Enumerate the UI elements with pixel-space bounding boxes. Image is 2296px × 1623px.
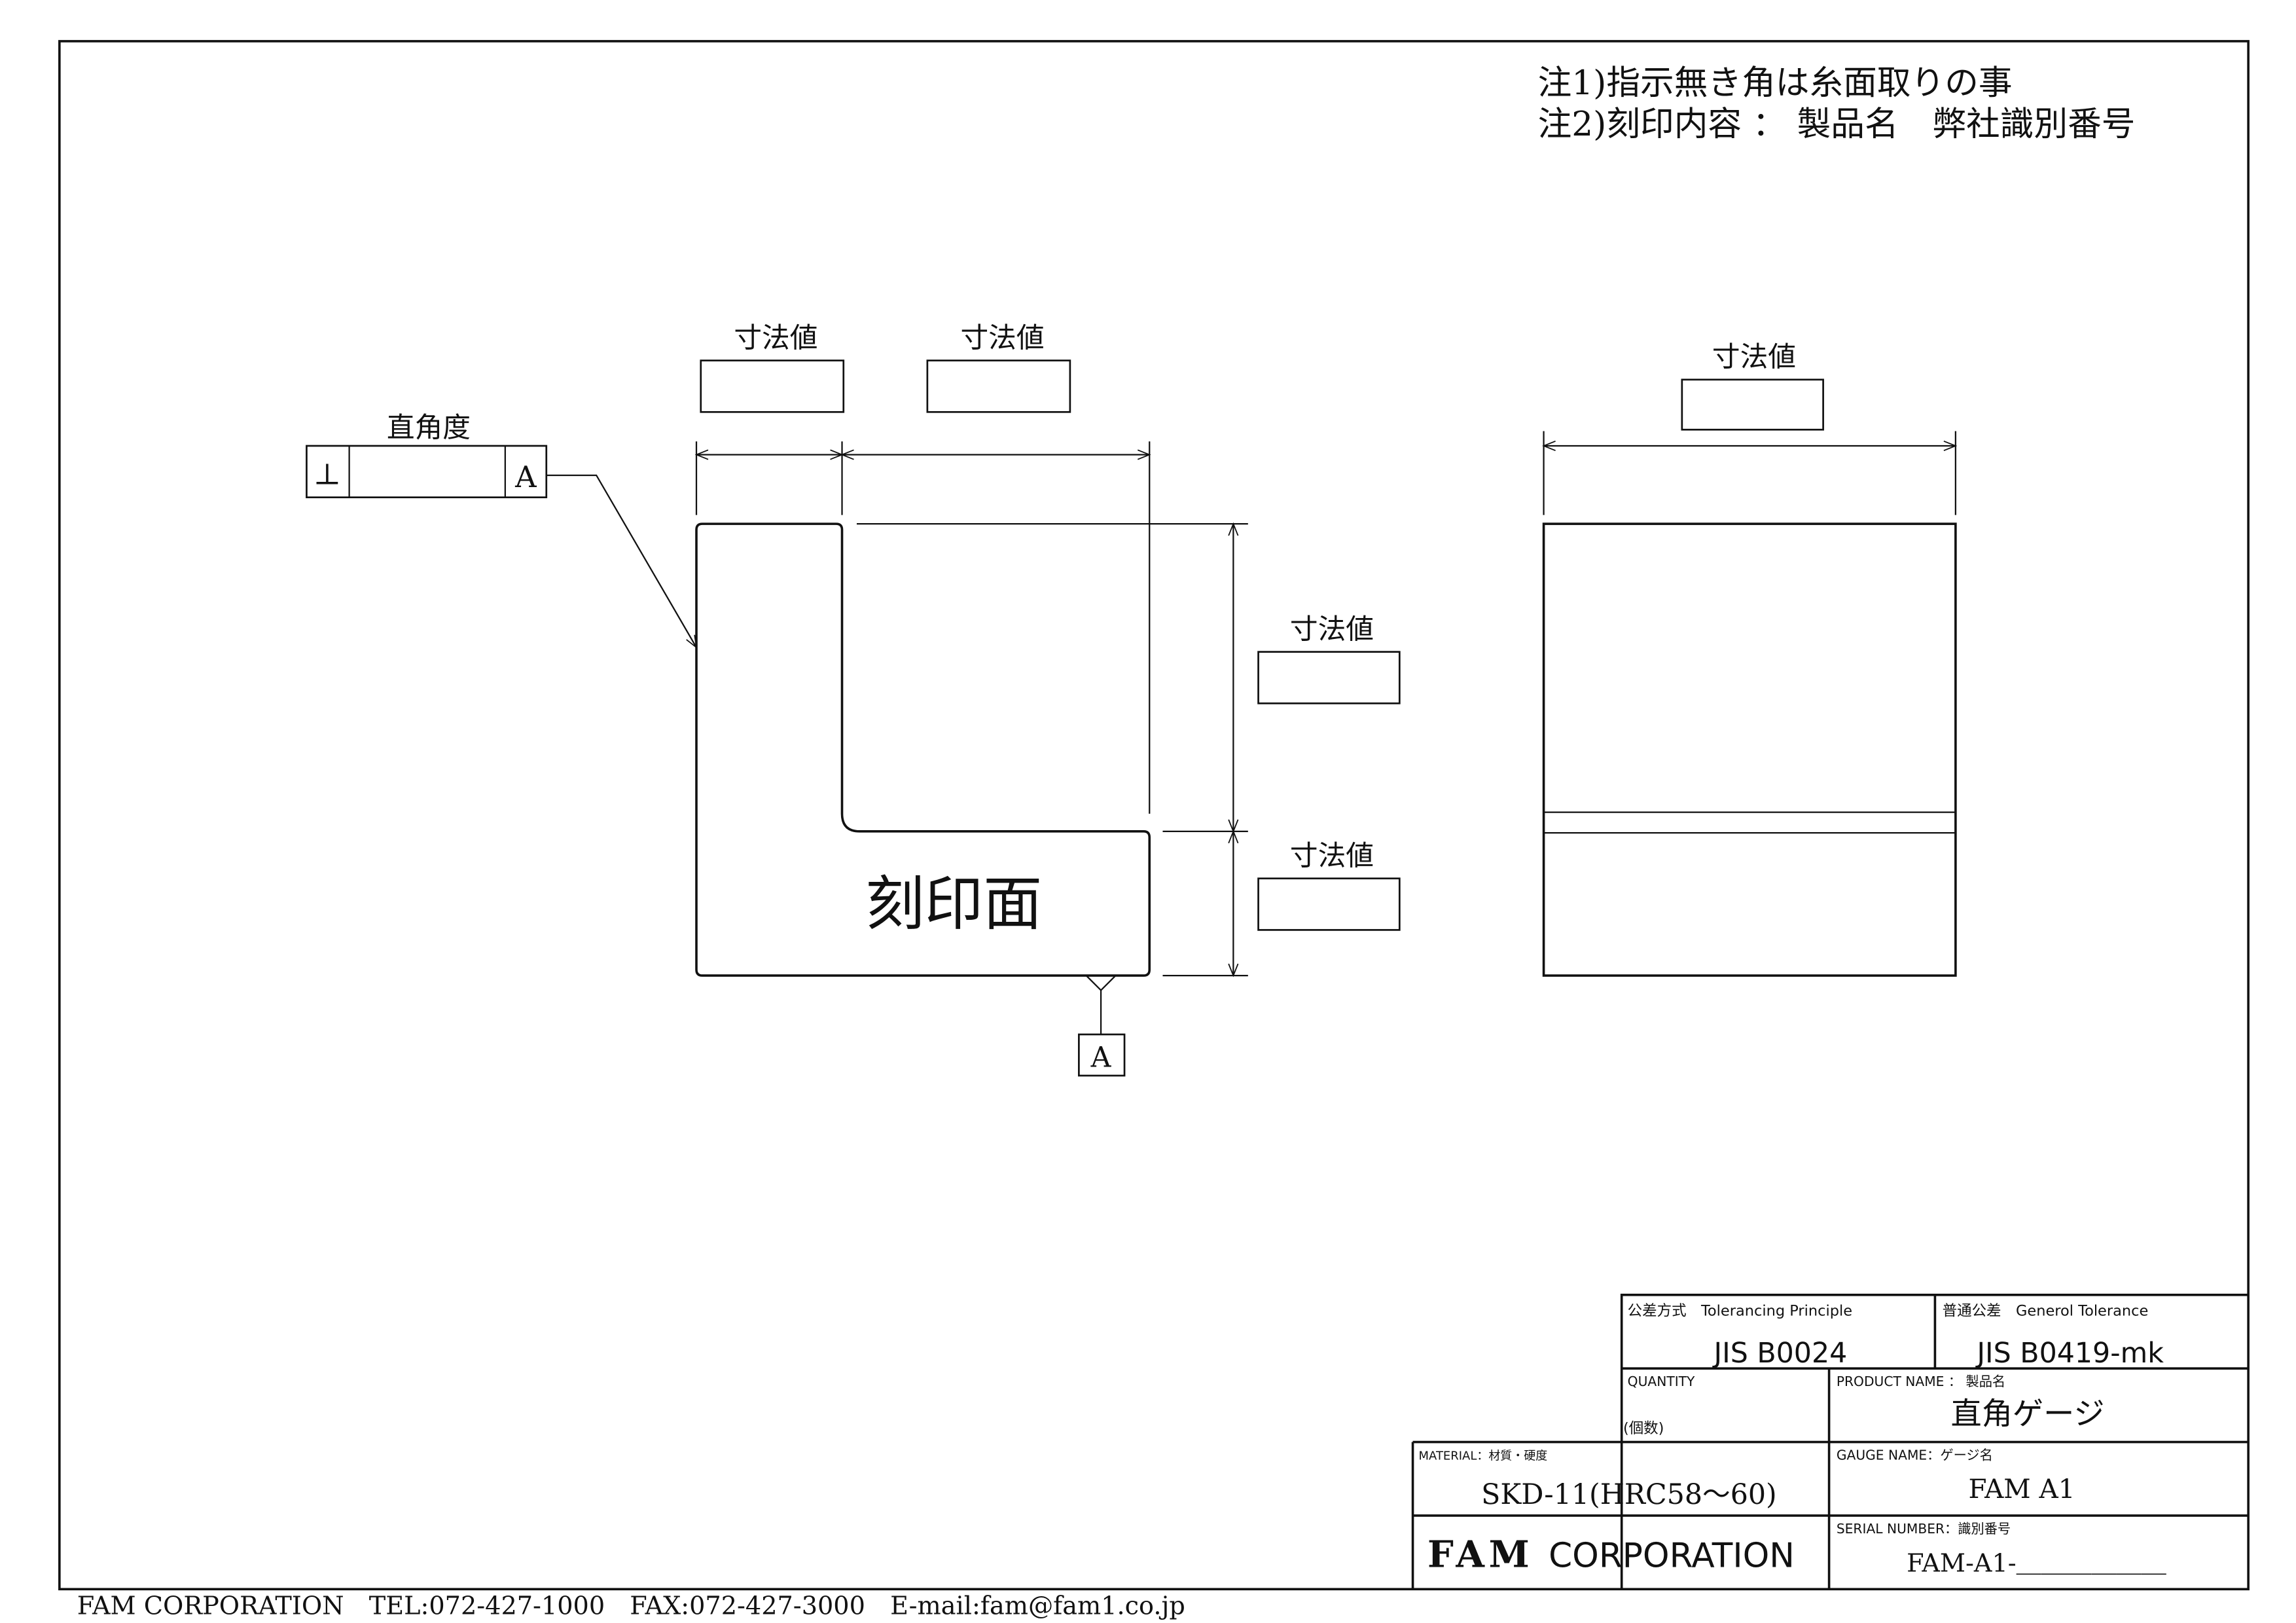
serial-number-value: FAM-A1-＿＿＿＿＿＿: [1907, 1549, 2166, 1578]
dimension-value-box[interactable]: [1681, 378, 1824, 431]
sheet-border: [58, 40, 2250, 1591]
note-1: 注1)指示無き角は糸面取りの事: [1538, 64, 2013, 103]
feature-control-frame: ⊥ A: [306, 445, 548, 499]
product-name-value: 直角ゲージ: [1951, 1396, 2105, 1432]
l-shape-outline: [695, 522, 1151, 977]
datum-symbol: A: [1078, 974, 1126, 1077]
dimension-value-box[interactable]: [700, 359, 845, 413]
dimension-label: 寸法値: [960, 321, 1044, 354]
datum-label: A: [1090, 1041, 1112, 1074]
dimension-value-box[interactable]: [926, 359, 1071, 413]
marking-face-label: 刻印面: [865, 870, 1042, 938]
perpendicularity-label: 直角度: [387, 412, 471, 445]
footer-contact: FAM CORPORATION TEL:072-427-1000 FAX:072…: [77, 1592, 1185, 1621]
tolerancing-label: 公差方式 Tolerancing Principle: [1628, 1302, 1852, 1319]
gauge-name-label: GAUGE NAME：ゲージ名: [1837, 1448, 1993, 1463]
dimension-value-box[interactable]: [1257, 651, 1401, 704]
quantity-sub-label: (個数): [1623, 1420, 1664, 1437]
dimension-label: 寸法値: [734, 321, 817, 354]
gauge-name-value: FAM A1: [1969, 1473, 2075, 1504]
datum-reference: A: [514, 460, 537, 494]
title-block: 公差方式 Tolerancing Principle JIS B0024 普通公…: [1411, 1294, 2249, 1590]
general-tolerance-label: 普通公差 Generol Tolerance: [1943, 1302, 2149, 1319]
dimension-label: 寸法値: [1712, 341, 1796, 374]
note-2: 注2)刻印内容 ： 製品名 弊社識別番号: [1538, 105, 2136, 144]
serial-number-label: SERIAL NUMBER：識別番号: [1837, 1521, 2011, 1537]
general-tolerance-value: JIS B0419-mk: [1975, 1337, 2164, 1370]
quantity-label: QUANTITY: [1628, 1374, 1695, 1389]
leader-arrow: [546, 474, 698, 649]
tolerancing-value: JIS B0024: [1712, 1337, 1848, 1370]
dimension-label: 寸法値: [1290, 613, 1374, 646]
material-label: MATERIAL：材質・硬度: [1419, 1450, 1548, 1463]
material-value: SKD-11(HRC58～60): [1481, 1478, 1777, 1511]
dimension-value-box[interactable]: [1257, 877, 1401, 931]
perpendicularity-symbol: ⊥: [314, 456, 341, 491]
product-name-label: PRODUCT NAME ： 製品名: [1837, 1374, 2005, 1389]
dimension-label: 寸法値: [1290, 840, 1374, 873]
side-view: 寸法値: [1542, 341, 1958, 977]
front-view: 寸法値 寸法値 寸法値 寸法値 直角度 ⊥ A A 刻印面: [306, 321, 1401, 1077]
